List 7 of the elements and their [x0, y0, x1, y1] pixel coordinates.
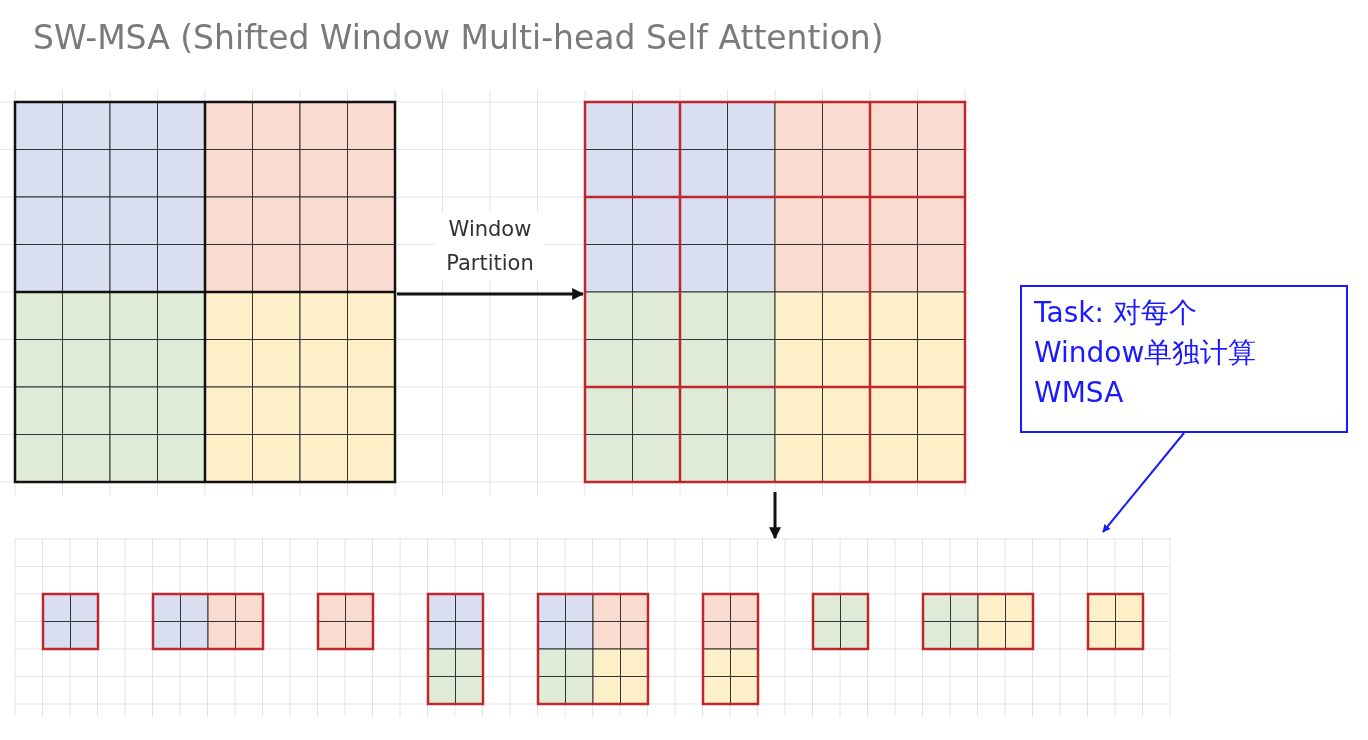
arrow: [397, 288, 585, 300]
edge-label: Window Partition: [435, 212, 545, 280]
arrow: [1102, 432, 1185, 533]
title: SW-MSA (Shifted Window Multi-head Self Attention): [33, 18, 884, 57]
note-text: Task: 对每个Window单独计算WMSA: [1034, 295, 1258, 411]
arrow: [769, 492, 781, 540]
note-box: [1020, 285, 1348, 433]
